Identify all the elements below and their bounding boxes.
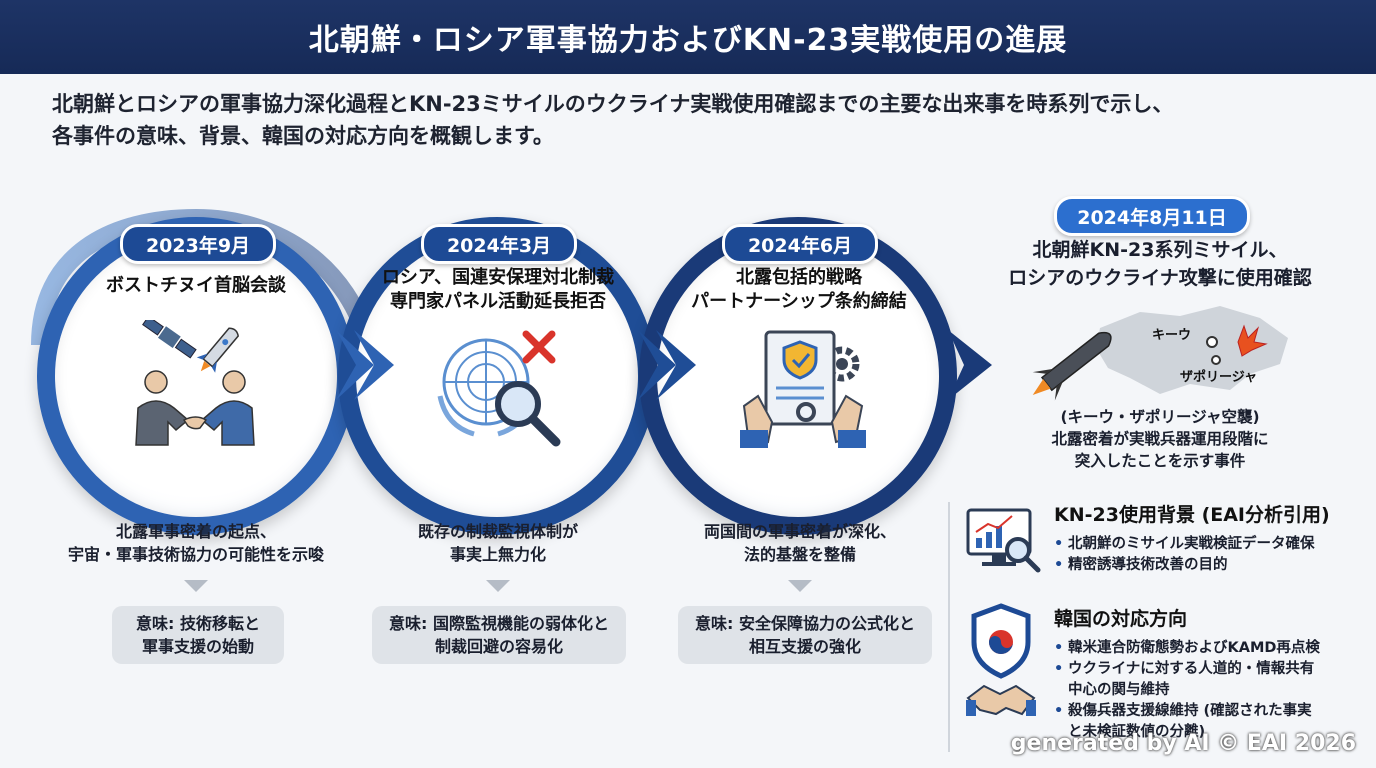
list-item: ウクライナに対する人道的・情報共有 [1054,659,1320,680]
background-bullets: 北朝鮮のミサイル実戦検証データ確保 精密誘導技術改善の目的 [1054,534,1315,576]
arrow-right-icon [638,330,696,400]
header-bar: 北朝鮮・ロシア軍事協力およびKN-23実戦使用の進展 [0,0,1376,74]
map-label-kyiv: キーウ [1152,328,1192,343]
page-title: 北朝鮮・ロシア軍事協力およびKN-23実戦使用の進展 [308,23,1068,58]
intro-line-2: 各事件の意味、背景、韓国の対応方向を概観します。 [52,124,554,148]
list-item: 北朝鮮のミサイル実戦検証データ確保 [1054,534,1315,555]
monitor-chart-magnifier-icon [966,508,1041,573]
event-meaning-3: 意味: 安全保障協力の公式化と 相互支援の強化 [678,606,932,664]
event-desc-2: 既存の制裁監視体制が 事実上無力化 [417,522,578,564]
event-desc-1: 北露軍事密着の起点、 宇宙・軍事技術協力の可能性を示唆 [67,522,324,564]
background-section-title: KN-23使用背景 (EAI分析引用) [1054,504,1330,526]
event-desc-3: 両国間の軍事密着が深化、 法的基盤を整備 [703,522,896,564]
event-meaning-1: 意味: 技術移転と 軍事支援の始動 [112,606,284,664]
event-date-1: 2023年9月 [120,224,276,264]
divider [948,502,950,752]
korea-response-title: 韓国の対応方向 [1054,608,1188,630]
un-emblem-magnifier-cross-icon [437,330,561,447]
down-triangle-icon [486,580,510,592]
event-date-3: 2024年6月 [722,224,878,264]
list-item: 中心の関与維持 [1068,682,1170,698]
korea-shield-handshake-icon [966,603,1036,716]
list-item: 韓米連合防衛態勢およびKAMD再点検 [1054,638,1320,659]
event-title-2: ロシア、国連安保理対北制裁 専門家パネル活動延長拒否 [381,267,615,312]
list-item: 殺傷兵器支援線維持 (確認された事実 [1054,701,1320,722]
arrow-right-icon [336,330,394,400]
watermark: generated by AI © EAI 2026 [1010,731,1356,756]
intro-line-1: 北朝鮮とロシアの軍事協力深化過程とKN-23ミサイルのウクライナ実戦使用確認まで… [52,92,1174,116]
down-triangle-icon [184,580,208,592]
ukraine-map-missile-icon [1032,306,1288,401]
event-meaning-2: 意味: 国際監視機能の弱体化と 制裁回避の容易化 [372,606,626,664]
korea-response-bullets: 韓米連合防衛態勢およびKAMD再点検 ウクライナに対する人道的・情報共有 中心の… [1054,638,1320,743]
final-event-date: 2024年8月11日 [1054,196,1250,236]
final-event-title: 北朝鮮KN-23系列ミサイル、 ロシアのウクライナ攻撃に使用確認 [1008,239,1312,289]
map-label-zaporizhzhia: ザポリージャ [1180,370,1258,385]
final-event-caption: (キーウ・ザポリージャ空襲) 北露密着が実戦兵器運用段階に 突入したことを示す事… [1051,408,1269,470]
down-triangle-icon [788,580,812,592]
arrow-right-icon [948,330,992,400]
treaty-document-shield-gear-icon [740,330,866,448]
event-date-2: 2024年3月 [421,224,577,264]
intro-text: 北朝鮮とロシアの軍事協力深化過程とKN-23ミサイルのウクライナ実戦使用確認まで… [52,88,1312,152]
event-title-3: 北露包括的戦略 パートナーシップ条約締結 [691,267,907,312]
list-item: 精密誘導技術改善の目的 [1054,555,1315,576]
event-title-1: ボストチヌイ首脳会談 [106,275,286,296]
list-item: と未検証数値の分離) [1068,724,1206,740]
handshake-rocket-satellite-icon [135,320,255,446]
